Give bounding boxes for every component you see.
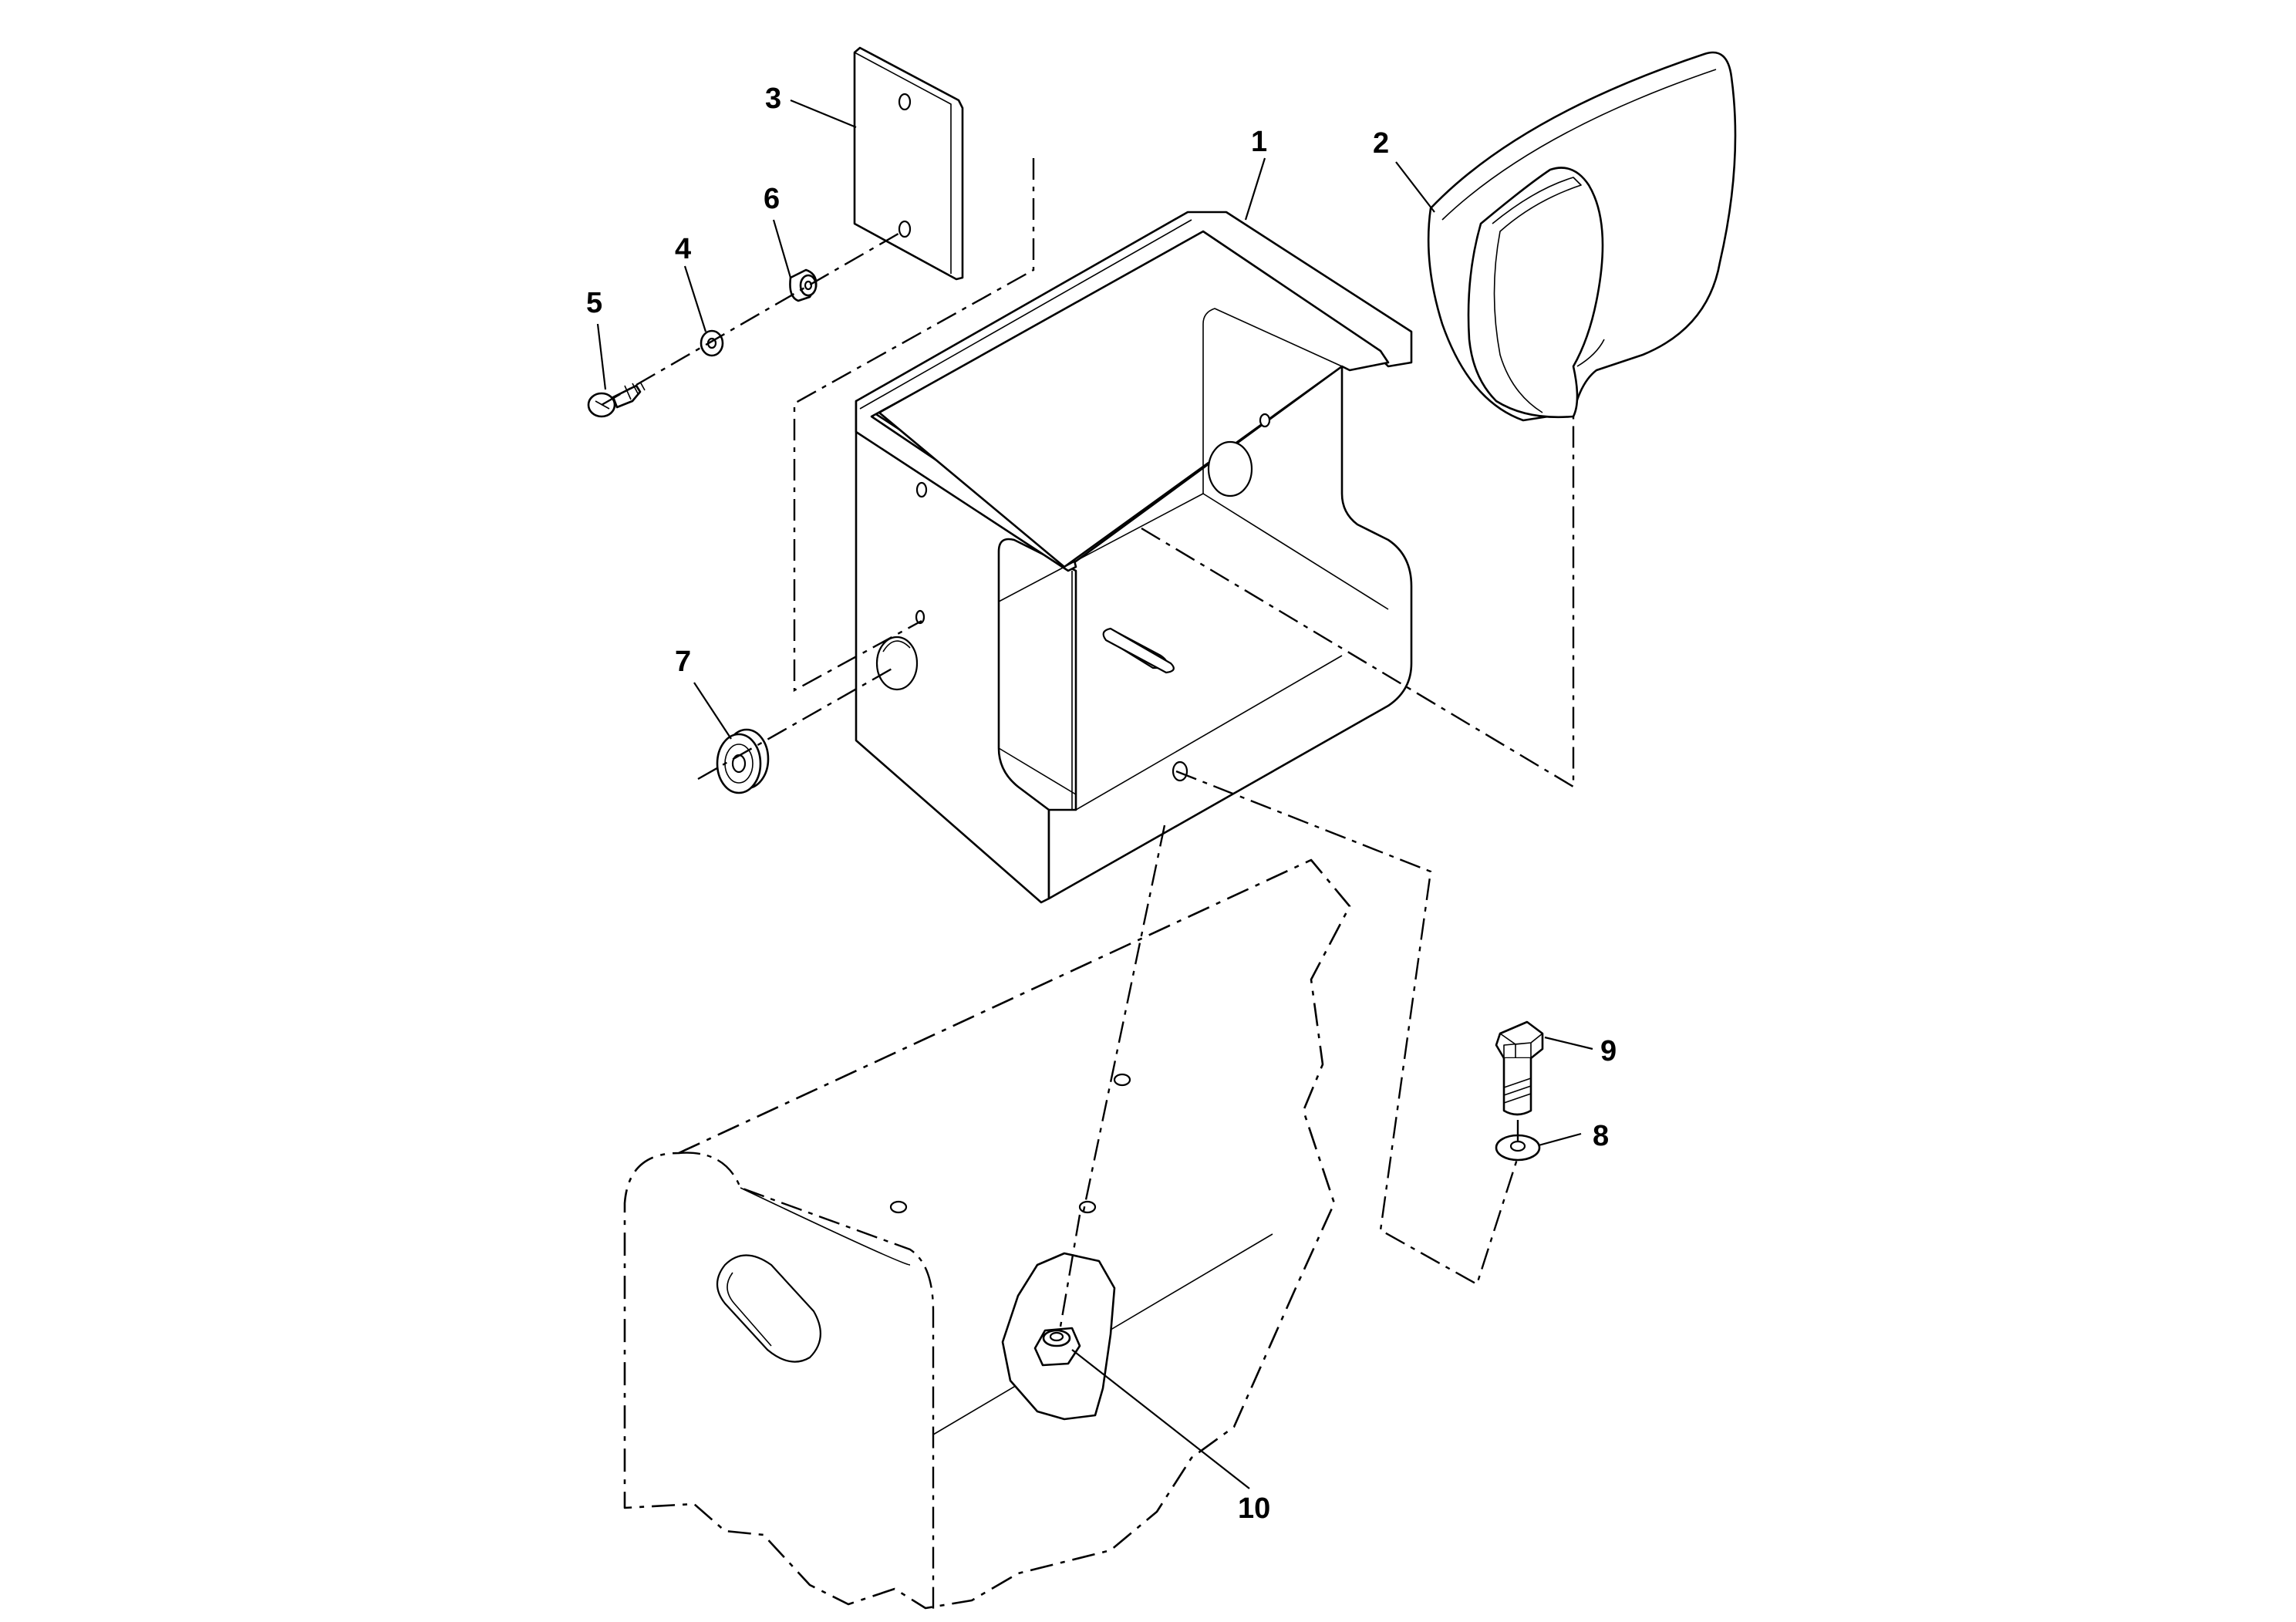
mounting-frame-phantom xyxy=(623,858,1351,1612)
callout-3: 3 xyxy=(765,83,781,115)
callout-4: 4 xyxy=(675,233,691,265)
callout-6: 6 xyxy=(764,183,780,215)
work-lamp xyxy=(1427,51,1737,422)
assembly-lines xyxy=(601,158,1575,1327)
screw xyxy=(587,381,646,418)
plate-nut-assembly xyxy=(1001,1252,1116,1421)
mounting-pad xyxy=(853,46,964,281)
callout-7: 7 xyxy=(675,646,691,678)
callout-5: 5 xyxy=(586,287,602,319)
callout-labels: 1 2 3 4 5 6 7 8 9 10 xyxy=(586,83,1617,1525)
leader-lines xyxy=(596,99,1593,1489)
washer-4 xyxy=(700,329,724,357)
callout-8: 8 xyxy=(1593,1120,1609,1152)
callout-9: 9 xyxy=(1600,1035,1617,1067)
mounting-bracket xyxy=(855,211,1413,904)
callout-10: 10 xyxy=(1238,1492,1270,1525)
hex-bolt xyxy=(1495,1020,1544,1116)
spacer xyxy=(789,268,818,302)
callout-2: 2 xyxy=(1373,127,1389,160)
grommet xyxy=(716,728,770,794)
callout-1: 1 xyxy=(1251,126,1267,158)
